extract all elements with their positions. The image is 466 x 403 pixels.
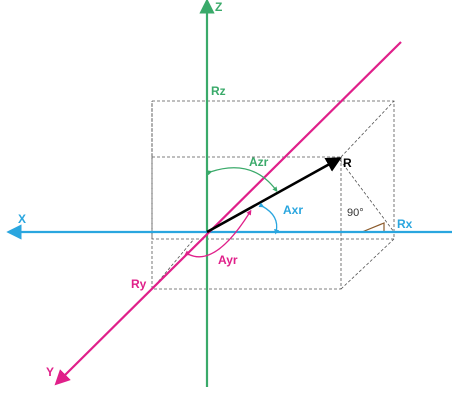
label-right-angle: 90° [347,207,364,219]
label-rx: Rx [397,217,413,231]
projection-r-to-rx [339,159,395,233]
right-angle-marker [361,222,385,233]
angle-arc-ayr [184,209,252,258]
box-front-face [151,156,342,290]
label-azr: Azr [249,155,269,169]
box-edge-bottom-right [340,238,395,290]
label-ayr: Ayr [218,253,238,267]
angle-arc-azr [206,167,278,193]
label-z: Z [215,0,222,14]
label-x: X [18,212,26,226]
label-y: Y [46,365,54,379]
label-ry: Ry [131,277,147,291]
label-r: R [343,156,352,170]
label-rz: Rz [211,84,226,98]
angle-arc-axr [258,202,280,235]
label-axr: Axr [283,203,303,217]
box-edge-top-right [340,100,395,158]
box-back-face [151,100,395,240]
